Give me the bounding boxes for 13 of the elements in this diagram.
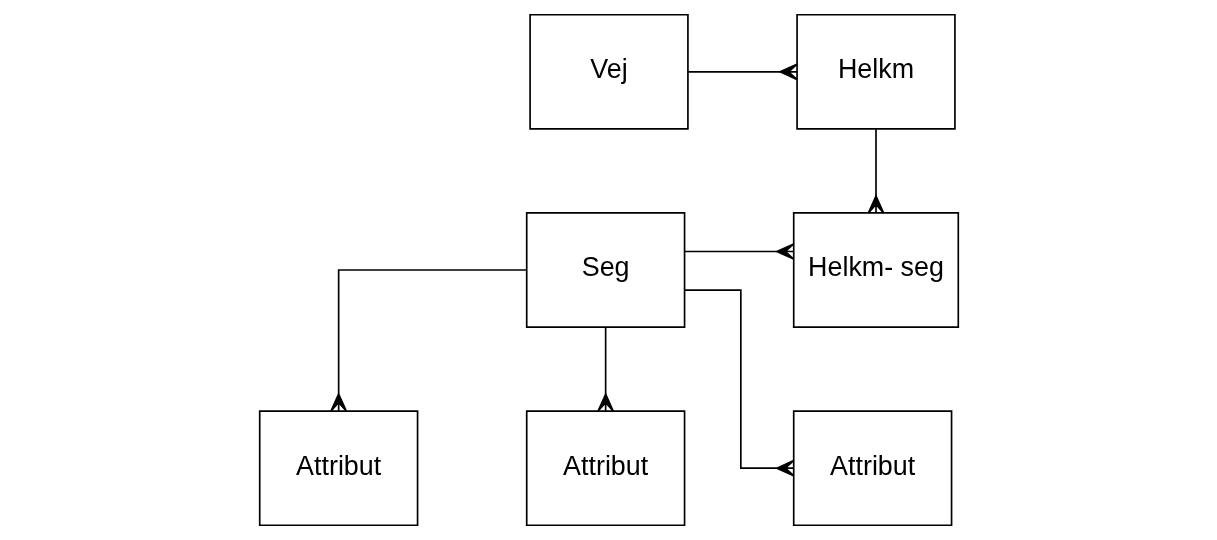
connector: [683, 289, 794, 477]
node-box: Helkm: [795, 13, 956, 130]
node-box: Seg: [525, 212, 685, 328]
node-box: Attribut: [525, 410, 685, 527]
node-box: Vej: [528, 13, 689, 130]
connector: [596, 326, 614, 412]
connector: [867, 128, 884, 214]
node-box: Attribut: [258, 410, 418, 527]
node-box: Attribut: [792, 410, 952, 527]
connector: [329, 269, 527, 412]
connector: [687, 63, 798, 81]
connector: [683, 243, 794, 260]
node-box: Helkm- seg: [792, 212, 959, 328]
